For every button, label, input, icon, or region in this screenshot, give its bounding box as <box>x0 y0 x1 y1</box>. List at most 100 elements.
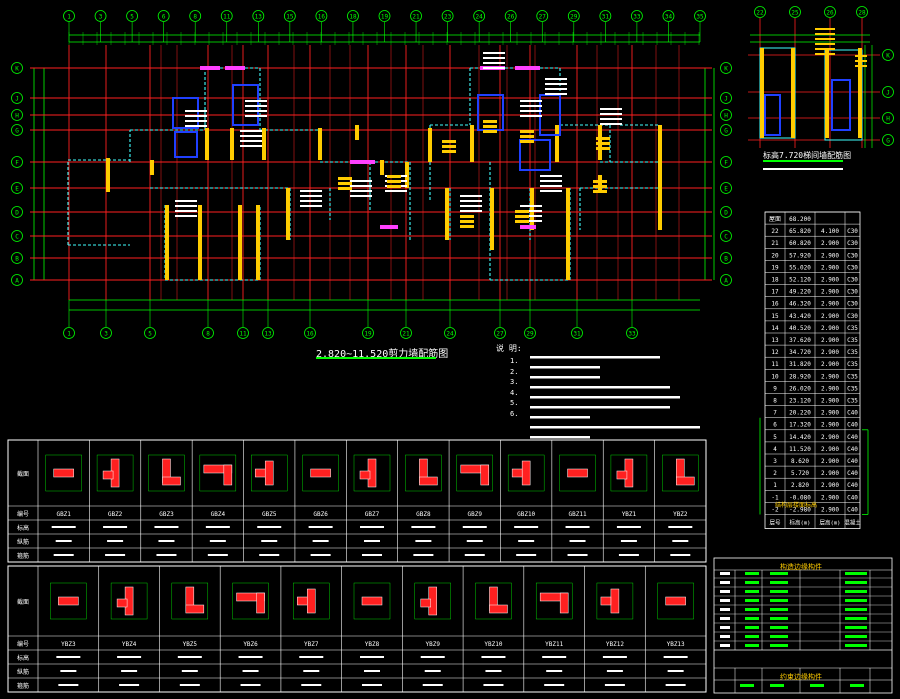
axis-bubble-label: 1 <box>67 14 71 21</box>
table2-cell-text <box>181 670 198 672</box>
floor-elevation: 23.120 <box>789 398 811 405</box>
annotation-text-line <box>245 115 267 117</box>
wall-section-shape <box>405 454 442 492</box>
legend-green-entry <box>745 644 759 647</box>
shear-wall-column <box>286 188 290 240</box>
table1-column-id: GBZ6 <box>313 511 328 518</box>
grid-bubble-bottom <box>202 327 214 339</box>
axis-bubble-label: 16 <box>306 331 314 338</box>
grid-bubble-top <box>599 10 612 22</box>
grid-bubble-top <box>567 10 580 22</box>
note-text-stub <box>530 376 600 379</box>
wall-section-shape <box>414 582 451 620</box>
note-text-stub <box>530 416 590 419</box>
legend-green-entry <box>770 590 788 593</box>
legend-white-entry <box>720 590 730 593</box>
floor-table-footer: 结构层楼面标高 <box>775 502 818 509</box>
floor-height: 2.900 <box>821 373 839 380</box>
annotation-text-line <box>600 113 622 115</box>
axis-bubble-label: 27 <box>496 331 504 338</box>
floor-elevation: 26.020 <box>789 385 811 392</box>
table1-cell-text <box>565 526 590 528</box>
annotation-yellow <box>338 177 352 180</box>
floor-elevation: 68.200 <box>789 216 811 223</box>
detail-stirrup <box>764 94 781 136</box>
section-bar <box>256 592 265 614</box>
section-bar <box>559 592 569 614</box>
table1-cell-text <box>514 526 539 528</box>
legend-green-entry <box>770 599 788 602</box>
table1-cell-text <box>668 526 693 528</box>
table1-cell-text <box>154 526 179 528</box>
table2-row-header: 标高 <box>17 654 29 662</box>
detail-wall-column <box>858 48 862 138</box>
shear-wall-column <box>165 205 169 280</box>
detail-grid-bubble-top <box>856 6 868 18</box>
section-bar <box>102 470 114 480</box>
floor-concrete: C40 <box>847 494 858 501</box>
legend-white-entry <box>720 617 730 620</box>
wall-section-shape <box>559 454 596 492</box>
annotation-yellow <box>596 137 610 140</box>
shear-wall-column <box>530 188 534 230</box>
grid-bubble-top <box>441 10 454 22</box>
table2-cell-text <box>546 670 563 672</box>
floor-header: 层号 <box>769 520 781 527</box>
notes-heading: 说 明: <box>496 344 522 353</box>
floor-table-frame <box>764 211 861 529</box>
grid-bubble-top <box>662 10 675 22</box>
shear-wall-column <box>566 188 570 280</box>
annotation-text-line <box>460 200 482 202</box>
axis-bubble-label: 11 <box>239 331 247 338</box>
floor-concrete: C30 <box>847 277 858 284</box>
legend-green-entry <box>845 635 867 638</box>
axis-bubble-label: 1 <box>67 331 71 338</box>
shear-wall-column <box>470 125 474 162</box>
axis-bubble-label: B <box>15 256 19 263</box>
annotation-yellow <box>515 210 529 213</box>
floor-number: 6 <box>773 422 777 429</box>
table2-cell-text <box>665 684 686 686</box>
floor-height: 2.900 <box>821 301 839 308</box>
grid-bubble-left <box>11 274 23 286</box>
floor-number: 8 <box>773 398 777 405</box>
detail-annotation <box>815 43 835 45</box>
detail-grid-bubble-right <box>882 49 894 61</box>
table1-row-header: 编号 <box>17 510 29 518</box>
annotation-yellow <box>593 190 607 193</box>
table2-cell-text <box>364 670 380 672</box>
section-dim-frame <box>559 454 596 492</box>
annotation-text-line <box>350 190 372 192</box>
legend-green-entry <box>770 617 788 620</box>
wall-section-shape <box>110 582 148 620</box>
floor-header: 混凝土 <box>844 519 861 527</box>
annotation-text-line <box>520 210 542 212</box>
annotation-yellow <box>387 185 401 188</box>
grid-bubble-bottom <box>400 327 412 339</box>
annotation-text-line <box>600 118 622 120</box>
floor-height: 2.900 <box>821 361 839 368</box>
legend-green-entry <box>845 608 867 611</box>
table1-row-header: 截面 <box>17 470 29 478</box>
table2-cell-text <box>119 684 140 686</box>
table1-cell-text <box>156 554 177 556</box>
note-text-stub <box>530 366 600 369</box>
table1-cell-text <box>616 526 641 528</box>
table1-cell-text <box>411 526 436 528</box>
legend-green-entry <box>770 644 788 647</box>
detail-annotation <box>855 60 867 62</box>
floor-number: 9 <box>773 385 777 392</box>
table1-column-id: YBZ1 <box>622 511 637 518</box>
floor-elevation: -2.980 <box>789 506 811 513</box>
floor-elevation: 34.720 <box>789 349 811 356</box>
section-dim-frame <box>657 582 694 620</box>
axis-bubble-label: 24 <box>476 14 484 21</box>
axis-bubble-label: 13 <box>255 14 263 21</box>
floor-concrete: C30 <box>847 301 858 308</box>
section-dim-frame <box>662 454 699 492</box>
section-bar <box>361 596 383 606</box>
table2-cell-text <box>240 684 261 686</box>
floor-concrete: C35 <box>847 349 858 356</box>
axis-bubble-label: 33 <box>628 331 636 338</box>
